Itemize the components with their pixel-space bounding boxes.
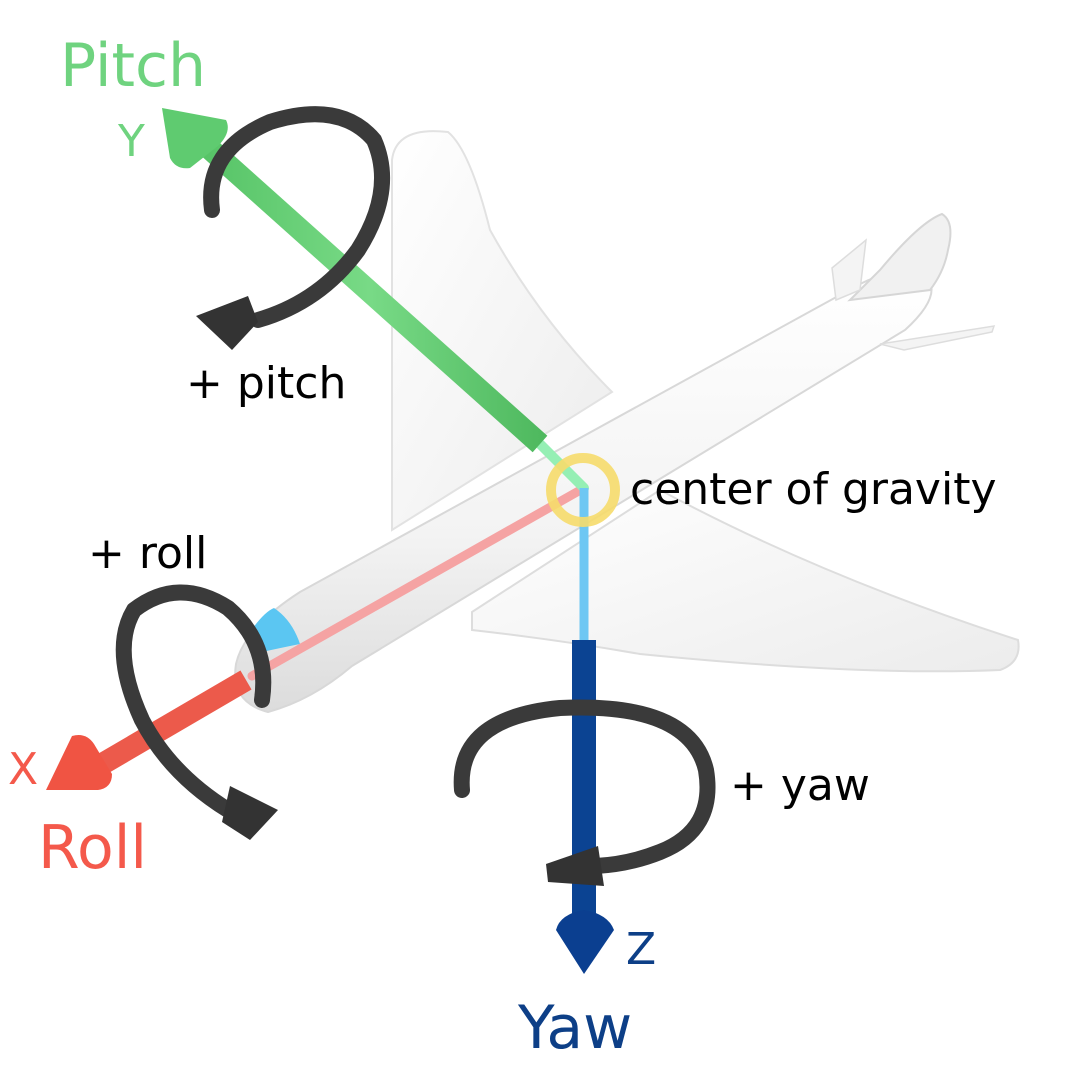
cog-ring bbox=[546, 453, 620, 527]
far-wing bbox=[391, 130, 614, 532]
yaw-title: Yaw bbox=[518, 993, 633, 1063]
roll-rotation-arrow-icon bbox=[115, 584, 278, 840]
airplane bbox=[234, 130, 1020, 714]
pitch-direction-label: + pitch bbox=[186, 358, 347, 409]
yaw-axis-arrowhead bbox=[556, 910, 614, 974]
roll-title: Roll bbox=[38, 813, 148, 883]
pitch-axis-shaft bbox=[192, 131, 548, 453]
x-axis-label: X bbox=[8, 744, 39, 795]
yaw-rotation-arrow-icon bbox=[453, 699, 716, 886]
roll-axis-arrowhead bbox=[46, 735, 112, 790]
roll-axis-shaft bbox=[86, 670, 252, 780]
y-axis-label: Y bbox=[118, 116, 145, 167]
z-axis-label: Z bbox=[626, 924, 657, 975]
yaw-direction-label: + yaw bbox=[730, 760, 870, 811]
stabilizer-left bbox=[831, 238, 867, 302]
roll-axis bbox=[46, 670, 252, 790]
pitch-rotation-arrow-icon bbox=[196, 106, 391, 350]
pitch-axis-arrowhead bbox=[162, 108, 228, 169]
tail-fin bbox=[847, 212, 952, 302]
pitch-axis bbox=[162, 108, 548, 453]
pitch-title: Pitch bbox=[60, 31, 207, 101]
center-of-gravity-label: center of gravity bbox=[630, 464, 997, 515]
yaw-axis bbox=[556, 640, 614, 974]
roll-axis-inner bbox=[247, 483, 589, 681]
roll-direction-label: + roll bbox=[88, 528, 208, 579]
stabilizer-right bbox=[879, 325, 996, 351]
